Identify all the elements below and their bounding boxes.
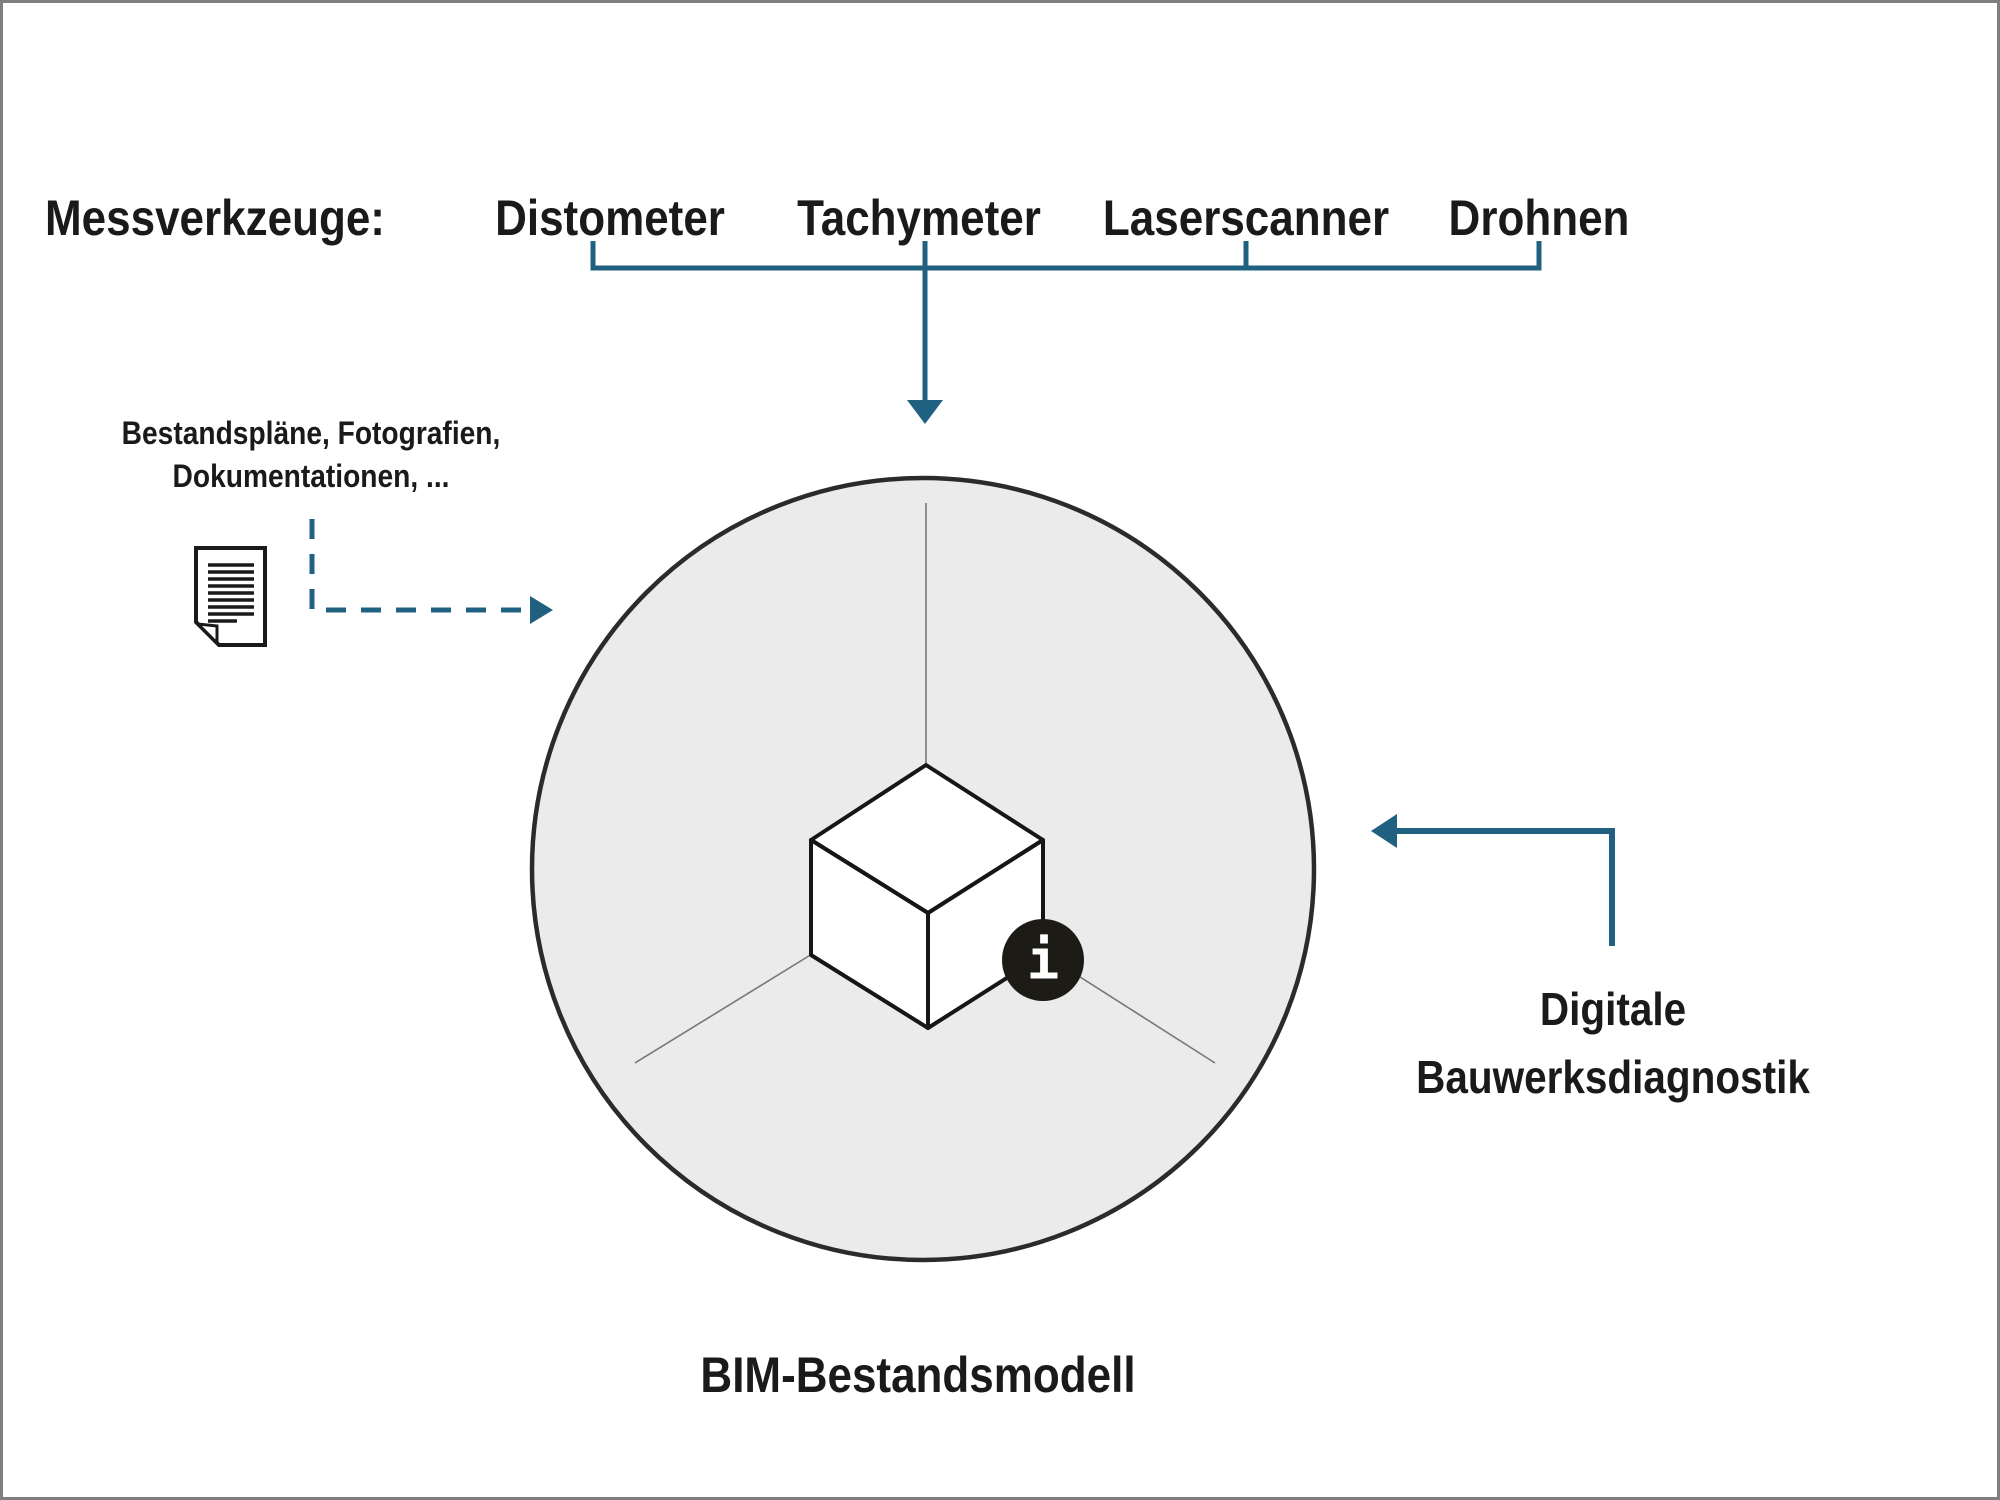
- cube-right-face: [926, 838, 1045, 1030]
- measuring-tools-label: Messverkzeuge:: [45, 190, 385, 246]
- diagnostics-line2: Bauwerksdiagnostik: [1416, 1051, 1810, 1103]
- document-text-lines: [208, 563, 254, 623]
- info-icon: i: [1027, 929, 1060, 992]
- tools-bracket-line: [590, 241, 1542, 271]
- document-fold-corner: [193, 622, 219, 647]
- existing-documents-line1: Bestandspläne, Fotografien,: [121, 415, 501, 451]
- existing-documents-line2: Dokumentationen, ...: [172, 458, 450, 494]
- dashed-arrow-line: [309, 519, 533, 613]
- existing-documents-label: Bestandspläne, Fotografien, Dokumentatio…: [122, 412, 501, 498]
- model-label: BIM-Bestandsmodell: [700, 1347, 1136, 1403]
- diagnostics-arrow-line: [1395, 828, 1615, 946]
- diagnostics-line1: Digitale: [1539, 983, 1687, 1035]
- tool-item-laserscanner: Laserscanner: [1102, 190, 1390, 246]
- info-badge: i: [1002, 919, 1084, 1001]
- diagnostics-arrow-head-icon: [1371, 814, 1397, 848]
- cube-3d-icon: [809, 763, 1045, 1030]
- tool-item-distometer: Distometer: [495, 190, 725, 246]
- diagnostics-arrow: [1371, 814, 1615, 946]
- diagnostics-label: Digitale Bauwerksdiagnostik: [1416, 975, 1810, 1111]
- dashed-arrow-head-icon: [530, 596, 553, 624]
- tool-item-tachymeter: Tachymeter: [797, 190, 1041, 246]
- document-icon: [193, 546, 267, 647]
- diagram-graphics: i: [193, 241, 1615, 1263]
- tool-item-drohnen: Drohnen: [1448, 190, 1630, 246]
- info-badge-circle: [1002, 919, 1084, 1001]
- down-arrow-head-icon: [907, 400, 943, 424]
